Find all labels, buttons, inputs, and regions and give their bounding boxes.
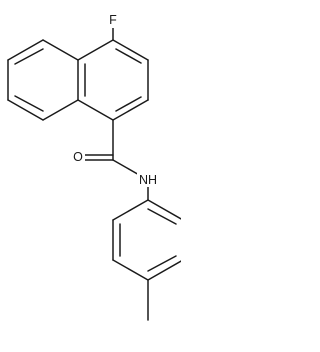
naphthalene-ring-fluoro (77, 25, 149, 121)
bond-c3-c3-inner (115, 48, 142, 64)
bond-ar1-ar6 (147, 199, 181, 220)
bond-c2-c1-inner (115, 96, 142, 112)
amide-group (81, 119, 149, 201)
bond-c7-c8-inner (14, 95, 44, 112)
bond-c5-c6-inner (14, 48, 44, 65)
bond-c2-c1 (112, 99, 149, 121)
bond-c4a-c5 (42, 39, 79, 61)
bond-c7-c8 (7, 99, 44, 121)
bond-c4-c3 (112, 39, 149, 61)
naphthalene-ring-benzo (7, 39, 79, 121)
tolyl-ring (112, 199, 181, 321)
atom-label-fluorine: F (109, 13, 117, 27)
bond-c1-c8a (77, 99, 114, 121)
bond-c5-c6 (7, 39, 44, 61)
bond-ar3-ar4 (112, 259, 149, 281)
atom-label-nh: NH (139, 173, 157, 187)
bond-c4a-c4 (77, 39, 114, 61)
bond-ar4-ar5 (147, 260, 181, 281)
bond-c8-c8a (42, 99, 79, 121)
chemical-structure-diagram: F O NH (7, 13, 181, 321)
bond-ar1-ar2 (112, 199, 149, 221)
bond-ar4-ar5-inner (147, 255, 177, 272)
atom-label-oxygen: O (73, 150, 83, 164)
atom-labels: F O NH (71, 13, 161, 187)
bond-ar1-ar6-inner (147, 208, 177, 225)
